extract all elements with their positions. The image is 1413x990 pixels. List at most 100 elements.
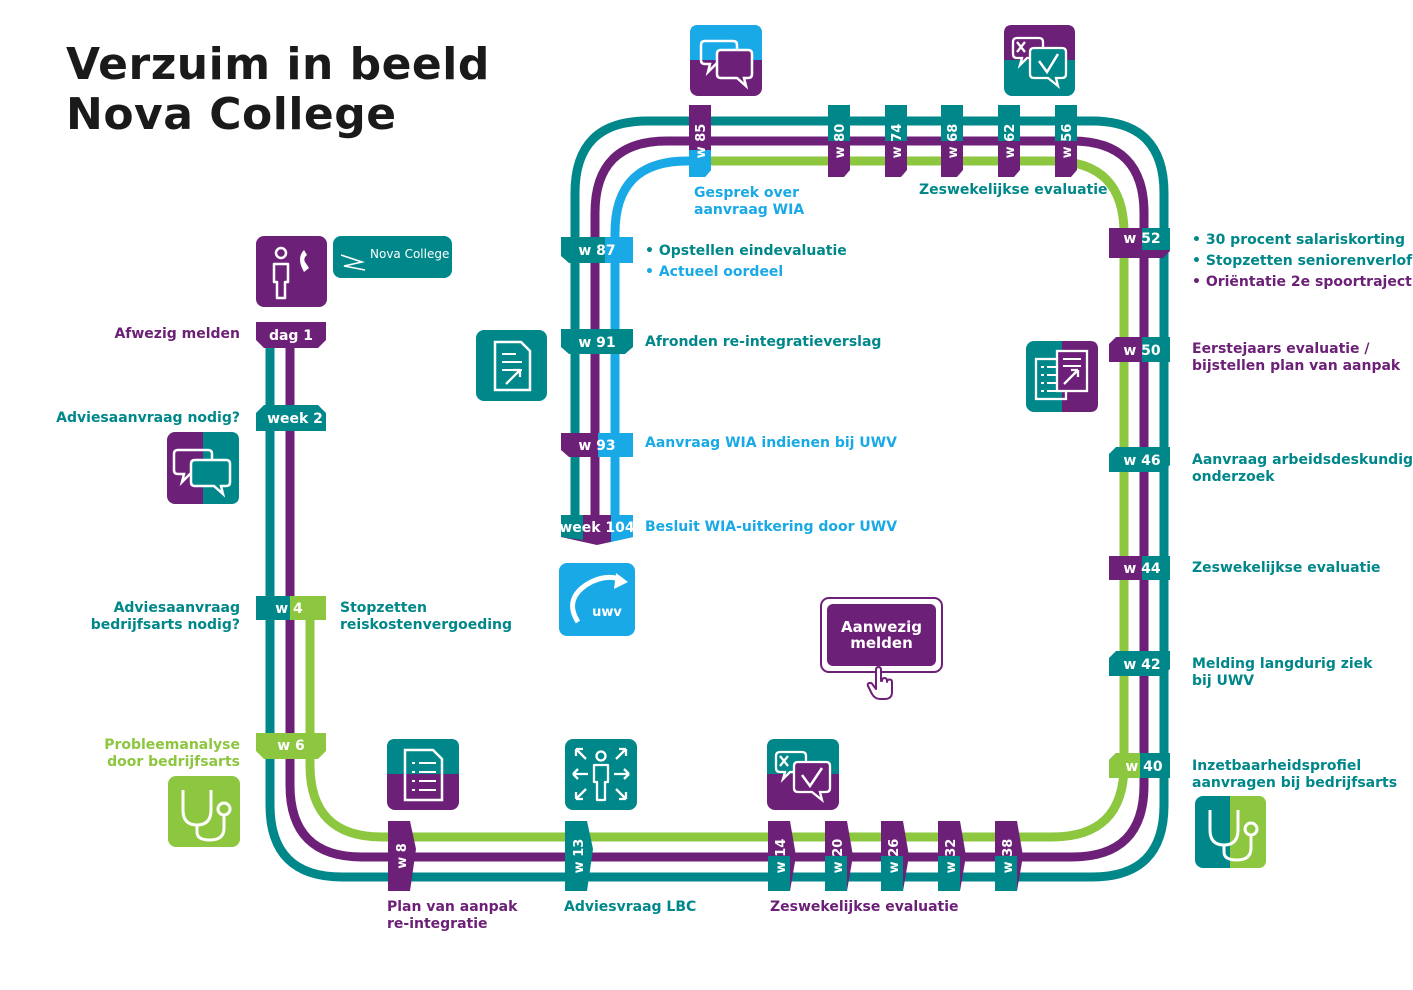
station-w50-label: w 50 xyxy=(1123,343,1161,359)
label-gesprek-wia: Gesprek over aanvraag WIA xyxy=(694,185,805,218)
label-w52-list: • 30 procent salariskorting • Stopzetten… xyxy=(1192,230,1412,293)
station-w46-label: w 46 xyxy=(1123,453,1160,469)
station-w87: w 87 xyxy=(561,237,633,263)
label-probleemanalyse: Probleemanalyse door bedrijfsarts xyxy=(104,737,240,770)
station-w38: w 38 xyxy=(995,821,1023,891)
station-w42-label: w 42 xyxy=(1123,657,1160,673)
title-line-1: Verzuim in beeld xyxy=(66,39,490,90)
station-w91: w 91 xyxy=(561,329,633,354)
label-adviesaanvraag-nodig: Adviesaanvraag nodig? xyxy=(56,410,240,426)
station-w42: w 42 xyxy=(1109,651,1170,676)
green-track xyxy=(305,156,1129,842)
station-week104-label: week 104 xyxy=(559,520,635,536)
label-aanvraag-wia: Aanvraag WIA indienen bij UWV xyxy=(645,435,897,451)
station-w38-label: w 38 xyxy=(1001,839,1016,874)
label-stopzetten-reiskosten: Stopzetten reiskostenvergoeding xyxy=(340,600,513,633)
label-afronden: Afronden re-integratieverslag xyxy=(645,334,882,350)
aanwezig-melden-button[interactable]: Aanwezig melden xyxy=(820,597,943,673)
label-afwezig-melden: Afwezig melden xyxy=(114,326,240,342)
w87-bullet-2: • Actueel oordeel xyxy=(645,264,784,280)
stethoscope-icon xyxy=(168,776,240,847)
label-melding-langdurig: Melding langdurig ziek bij UWV xyxy=(1192,656,1373,689)
station-dag1: dag 1 xyxy=(256,322,326,348)
nova-college-logo-text: Nova College xyxy=(370,247,449,261)
station-w6: w 6 xyxy=(256,733,326,759)
label-zeswekelijkse-w44: Zeswekelijkse evaluatie xyxy=(1192,560,1381,576)
station-w87-label: w 87 xyxy=(578,243,615,259)
nova-college-logo: Nova College xyxy=(333,236,452,278)
aanwezig-melden-button-face[interactable]: Aanwezig melden xyxy=(827,604,936,666)
label-adviesvraag-lbc: Adviesvraag LBC xyxy=(564,899,697,915)
station-w68: w 68 xyxy=(941,105,963,177)
w52-bullet-3: • Oriëntatie 2e spoortraject xyxy=(1192,274,1412,290)
route-tracks xyxy=(265,116,1169,882)
station-w56: w 56 xyxy=(1055,105,1077,177)
station-w93: w 93 xyxy=(561,433,633,457)
label-adviesaanvraag-bedrijfsarts: Adviesaanvraag bedrijfsarts nodig? xyxy=(90,600,240,633)
station-w13: w 13 xyxy=(565,821,593,891)
blue-track xyxy=(610,156,700,535)
chat-check-icon xyxy=(767,739,839,810)
station-w14: w 14 xyxy=(768,821,796,891)
checklist-document-icon xyxy=(387,739,459,810)
uwv-logo: uwv xyxy=(559,563,635,636)
station-w44-label: w 44 xyxy=(1123,561,1161,577)
station-w80-label: w 80 xyxy=(833,124,848,159)
station-w74-label: w 74 xyxy=(890,124,905,159)
station-w62: w 62 xyxy=(998,105,1020,177)
station-w20: w 20 xyxy=(825,821,853,891)
label-besluit-wia: Besluit WIA-uitkering door UWV xyxy=(645,519,898,535)
station-w40: w 40 xyxy=(1109,753,1170,778)
chat-bubbles-icon xyxy=(690,25,762,96)
purple-track xyxy=(285,136,1149,862)
label-w87-list: • Opstellen eindevaluatie • Actueel oord… xyxy=(645,241,847,283)
document-edit-icon xyxy=(1026,341,1098,412)
label-zeswekelijkse-bottom: Zeswekelijkse evaluatie xyxy=(770,899,959,915)
station-w32-label: w 32 xyxy=(944,839,959,874)
station-markers: dag 1 week 2 w 4 w 6 w 8 w 13 w 14 xyxy=(256,105,1170,891)
label-inzetbaarheidsprofiel: Inzetbaarheidsprofiel aanvragen bij bedr… xyxy=(1192,758,1398,791)
station-dag1-label: dag 1 xyxy=(269,328,313,344)
station-w8: w 8 xyxy=(388,821,416,891)
station-w80: w 80 xyxy=(828,105,850,177)
chat-bubbles-icon xyxy=(167,432,239,504)
label-aanvraag-arbeidsdeskundig: Aanvraag arbeidsdeskundig onderzoek xyxy=(1192,452,1413,485)
station-w13-label: w 13 xyxy=(572,839,587,874)
station-w4-label: w 4 xyxy=(275,601,303,617)
w52-bullet-1: • 30 procent salariskorting xyxy=(1192,232,1406,248)
station-w85: w 85 xyxy=(689,105,711,177)
label-zeswekelijkse-top: Zeswekelijkse evaluatie xyxy=(919,182,1108,198)
stethoscope-icon xyxy=(1195,796,1266,868)
station-w62-label: w 62 xyxy=(1003,124,1018,159)
station-w20-label: w 20 xyxy=(831,839,846,874)
station-w8-label: w 8 xyxy=(395,843,410,869)
person-phone-icon xyxy=(256,236,327,307)
station-week2-label: week 2 xyxy=(267,411,323,427)
station-week104: week 104 xyxy=(559,515,635,545)
w52-bullet-2: • Stopzetten seniorenverlof xyxy=(1192,253,1413,269)
station-w52-label: w 52 xyxy=(1123,231,1160,247)
document-arrow-icon xyxy=(476,330,547,401)
title-line-2: Nova College xyxy=(66,89,397,140)
station-w50: w 50 xyxy=(1109,337,1170,362)
hand-pointer-icon xyxy=(866,666,893,700)
aanwezig-melden-line-2: melden xyxy=(850,634,913,652)
station-w26-label: w 26 xyxy=(887,839,902,874)
station-w6-label: w 6 xyxy=(277,738,305,754)
label-plan-van-aanpak: Plan van aanpak re-integratie xyxy=(387,899,518,932)
station-w74: w 74 xyxy=(885,105,907,177)
station-w26: w 26 xyxy=(881,821,909,891)
station-week2: week 2 xyxy=(256,405,326,431)
station-w14-label: w 14 xyxy=(774,839,789,874)
station-w4: w 4 xyxy=(256,596,326,620)
station-w40-label: w 40 xyxy=(1125,759,1163,775)
page-title: Verzuim in beeld Nova College xyxy=(66,40,490,140)
uwv-logo-text: uwv xyxy=(592,605,622,620)
station-w91-label: w 91 xyxy=(578,335,615,351)
station-w56-label: w 56 xyxy=(1060,124,1075,159)
station-w44: w 44 xyxy=(1109,556,1170,580)
teal-track xyxy=(265,116,1169,882)
station-w93-label: w 93 xyxy=(578,438,615,454)
icons: Nova College xyxy=(167,25,1266,868)
